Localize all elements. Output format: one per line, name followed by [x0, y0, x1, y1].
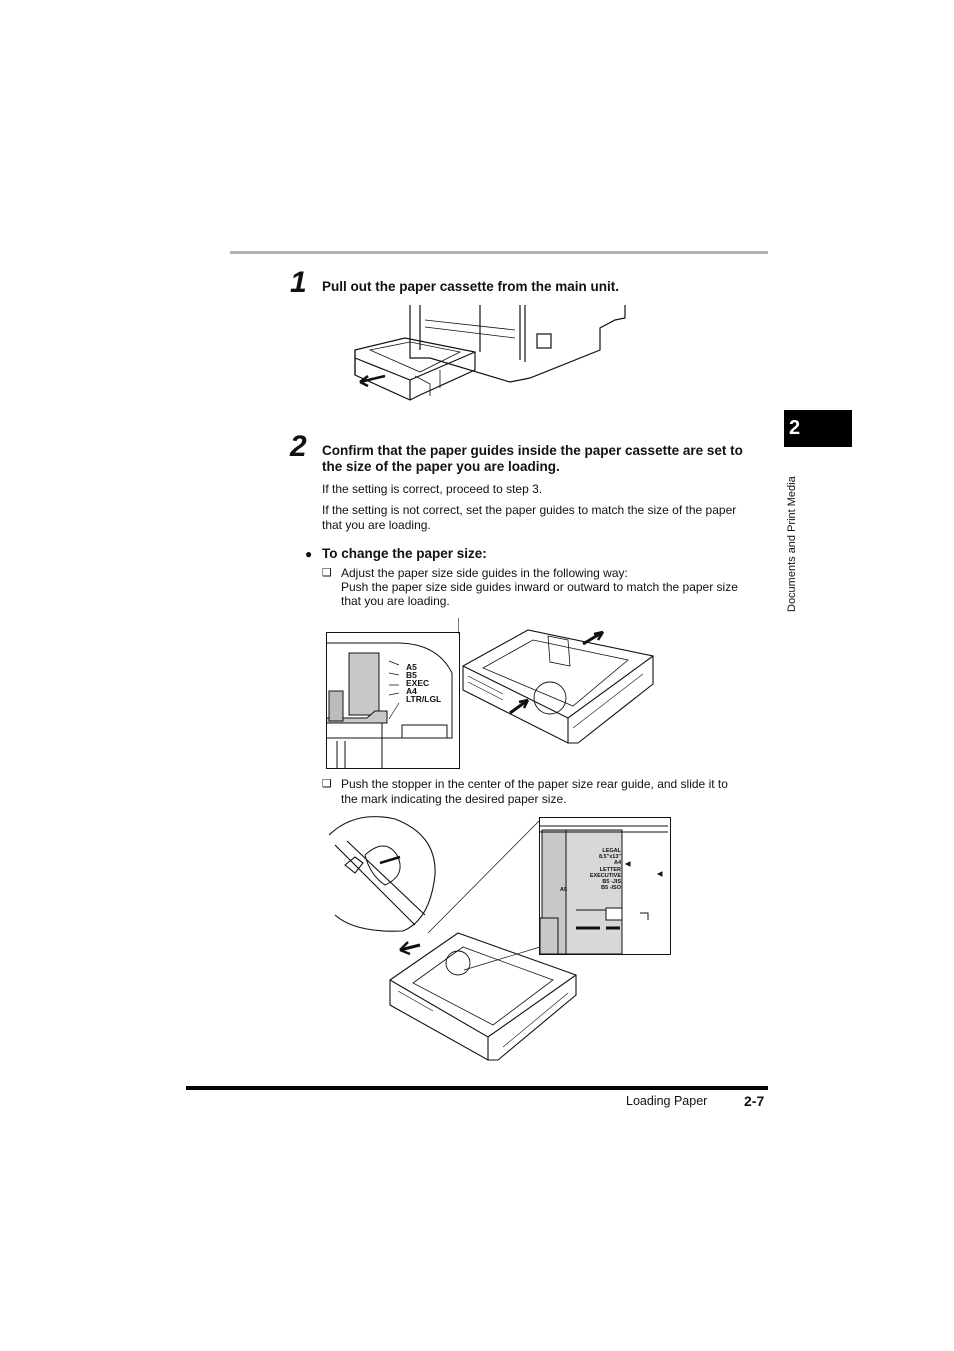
side-guide-detail-panel: A5 B5 EXEC A4 LTR/LGL: [326, 632, 460, 769]
bullet-icon: ●: [305, 547, 313, 561]
rear-guide-label: 8.5"x13": [598, 854, 621, 861]
rear-guide-label: EXECUTIVE: [589, 872, 621, 879]
item-1-line3: that you are loading.: [341, 594, 450, 608]
footer-page-number: 2-7: [744, 1093, 765, 1109]
step-1-number: 1: [290, 266, 307, 299]
chapter-tab-number: 2: [784, 410, 852, 447]
step-1-heading: Pull out the paper cassette from the mai…: [322, 279, 620, 294]
rear-guide-label: B5 -ISO: [601, 885, 621, 892]
bottom-rule: [186, 1086, 768, 1090]
rear-guide-label: A5: [560, 887, 568, 893]
step-2-heading-line2: the size of the paper you are loading.: [322, 459, 560, 474]
chapter-title: Documents and Print Media: [786, 476, 798, 612]
side-guide-label: B5: [406, 670, 417, 680]
rear-guide-label: B5 -JIS: [602, 879, 621, 886]
side-guide-label: A5: [406, 662, 417, 672]
rear-guide-label: LEGAL: [602, 848, 621, 854]
rear-guide-label: LETTER: [599, 866, 621, 873]
rear-guide-detail-panel: LEGAL 8.5"x13" A4 LETTER EXECUTIVE B5 -J…: [539, 817, 671, 955]
step-2-number: 2: [290, 430, 307, 463]
item-1-line2: Push the paper size side guides inward o…: [341, 580, 738, 594]
side-guide-label: A4: [406, 686, 417, 696]
side-guide-label: EXEC: [406, 678, 430, 688]
item-2-line2: the mark indicating the desired paper si…: [341, 792, 567, 806]
step-2-heading-line1: Confirm that the paper guides inside the…: [322, 443, 743, 458]
rear-guide-label: A4: [613, 860, 621, 867]
figure-rear-guide-cassette: [389, 819, 577, 1061]
checkbox-icon: ❑: [322, 567, 332, 579]
figure-side-guides-cassette: [458, 618, 654, 744]
figure-pull-cassette: [354, 305, 626, 401]
step-2-paragraph-2-line2: that you are loading.: [322, 518, 431, 532]
checkbox-icon: ❑: [322, 778, 332, 790]
item-2-line1: Push the stopper in the center of the pa…: [341, 777, 728, 791]
figure-stopper-magnified: [328, 816, 436, 932]
item-1-line1: Adjust the paper size side guides in the…: [341, 566, 628, 580]
change-size-heading: To change the paper size:: [322, 546, 487, 561]
step-2-paragraph-1: If the setting is correct, proceed to st…: [322, 482, 543, 496]
footer-section-title: Loading Paper: [626, 1094, 708, 1108]
step-2-paragraph-2-line1: If the setting is not correct, set the p…: [322, 503, 737, 517]
top-rule: [230, 251, 768, 254]
side-guide-label: LTR/LGL: [406, 694, 442, 704]
chapter-title-vertical: Documents and Print Media: [770, 452, 814, 612]
